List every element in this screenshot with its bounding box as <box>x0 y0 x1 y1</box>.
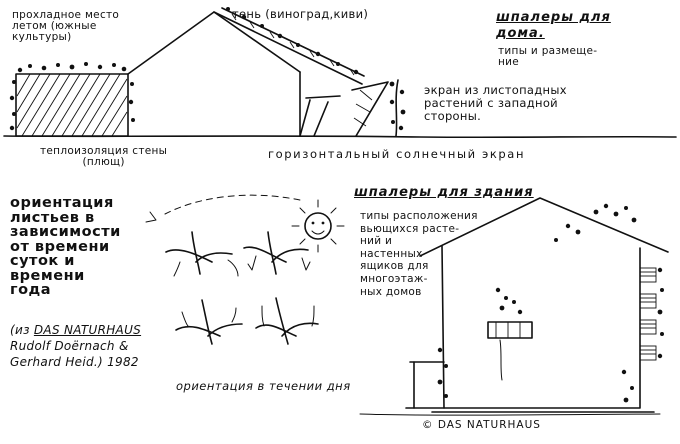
page-title: шпалеры для дома. <box>496 10 611 42</box>
source-credit: © DAS NATURHAUS <box>422 419 541 431</box>
house-outline-icon <box>359 197 669 416</box>
screen-note: экран из листопадных растений с западной… <box>424 83 567 124</box>
leaf-sprout-icon <box>175 297 319 345</box>
citation-authors-2: Gerhard Heid.) 1982 <box>10 355 139 370</box>
leaf-orientation-heading: ориентация листьев в зависимости от врем… <box>10 195 121 298</box>
citation-source: DAS NATURHAUS <box>33 323 142 337</box>
sun-icon <box>291 199 345 253</box>
top-house-sketch <box>3 7 677 139</box>
citation-prefix: (из <box>10 323 34 337</box>
daytime-orientation-label: ориентация в течении дня <box>176 379 351 393</box>
insulation-label: теплоизоляция стены (плющ) <box>40 145 168 169</box>
climbing-plant-icon <box>437 203 664 403</box>
citation-authors-1: Rudolf Doërnach & <box>10 339 129 354</box>
leaf-sprout-icon <box>165 231 311 277</box>
cool-place-label: прохладное место летом (южные культуры) <box>12 9 120 44</box>
building-description: типы расположения вьющихся расте- ний и … <box>360 210 478 298</box>
climbing-plant-icon <box>9 62 135 131</box>
leaf-orientation-sketch <box>145 194 345 345</box>
page-subtitle: типы и размеще- ние <box>498 45 598 69</box>
citation: (из DAS NATURHAUS Rudolf Doërnach & Gerh… <box>10 322 141 371</box>
building-title: шпалеры для здания <box>354 185 534 200</box>
shade-label: тень (виноград,киви) <box>232 7 369 21</box>
horizontal-screen-label: горизонтальный солнечный экран <box>268 147 526 161</box>
